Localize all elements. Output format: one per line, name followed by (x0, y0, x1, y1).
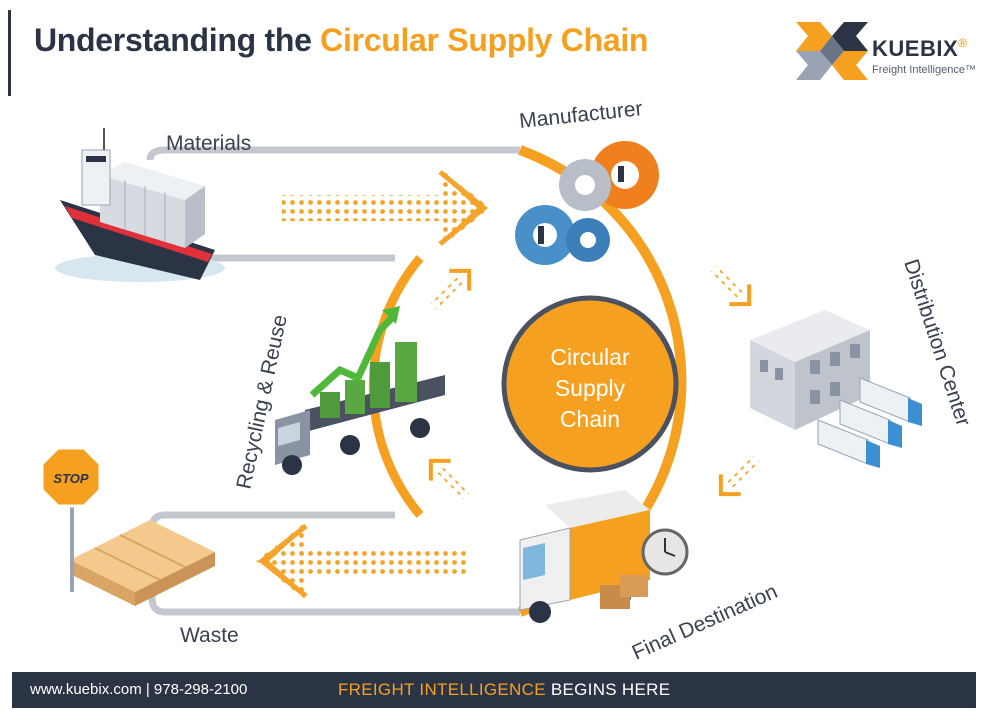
center-label-line-1: Circular (550, 344, 630, 370)
warehouse-icon (750, 310, 922, 468)
cycle-arrow-1 (710, 265, 752, 307)
gears-icon (515, 141, 659, 265)
waste-label: Waste (180, 624, 239, 647)
center-label-line-2: Supply (555, 375, 626, 401)
logo-tagline: Freight Intelligence™ (872, 64, 976, 76)
materials-arrow (282, 168, 490, 248)
kuebix-logo-icon (796, 22, 868, 80)
cycle-arrow-2 (718, 455, 760, 497)
footer-contact: www.kuebix.com | 978-298-2100 (30, 681, 248, 698)
cycle-arrow-3 (430, 268, 472, 310)
center-circle (501, 295, 679, 473)
materials-label: Materials (166, 132, 251, 155)
manufacturer-label: Manufacturer (518, 97, 643, 133)
materials-connector (146, 146, 520, 161)
cycle-arrow-4 (428, 458, 470, 500)
waste-arrow (256, 522, 470, 600)
stop-sign-text: STOP (53, 471, 88, 486)
flatbed-truck-icon (275, 306, 445, 475)
footer-tagline: FREIGHT INTELLIGENCE BEGINS HERE (338, 680, 671, 699)
stop-sign-icon (40, 446, 102, 592)
pallet-icon (70, 520, 215, 606)
title-accent-bar (8, 10, 11, 96)
title-accent: Circular Supply Chain (320, 22, 649, 58)
logo-name: KUEBIX® (872, 36, 968, 61)
footer-bar: www.kuebix.com | 978-298-2100 FREIGHT IN… (12, 672, 976, 708)
cargo-ship-icon (55, 128, 225, 282)
page-title: Understanding the Circular Supply Chain (34, 22, 649, 58)
final-destination-label: Final Destination (629, 580, 781, 665)
delivery-truck-icon (519, 490, 689, 623)
center-label-line-3: Chain (560, 406, 620, 432)
